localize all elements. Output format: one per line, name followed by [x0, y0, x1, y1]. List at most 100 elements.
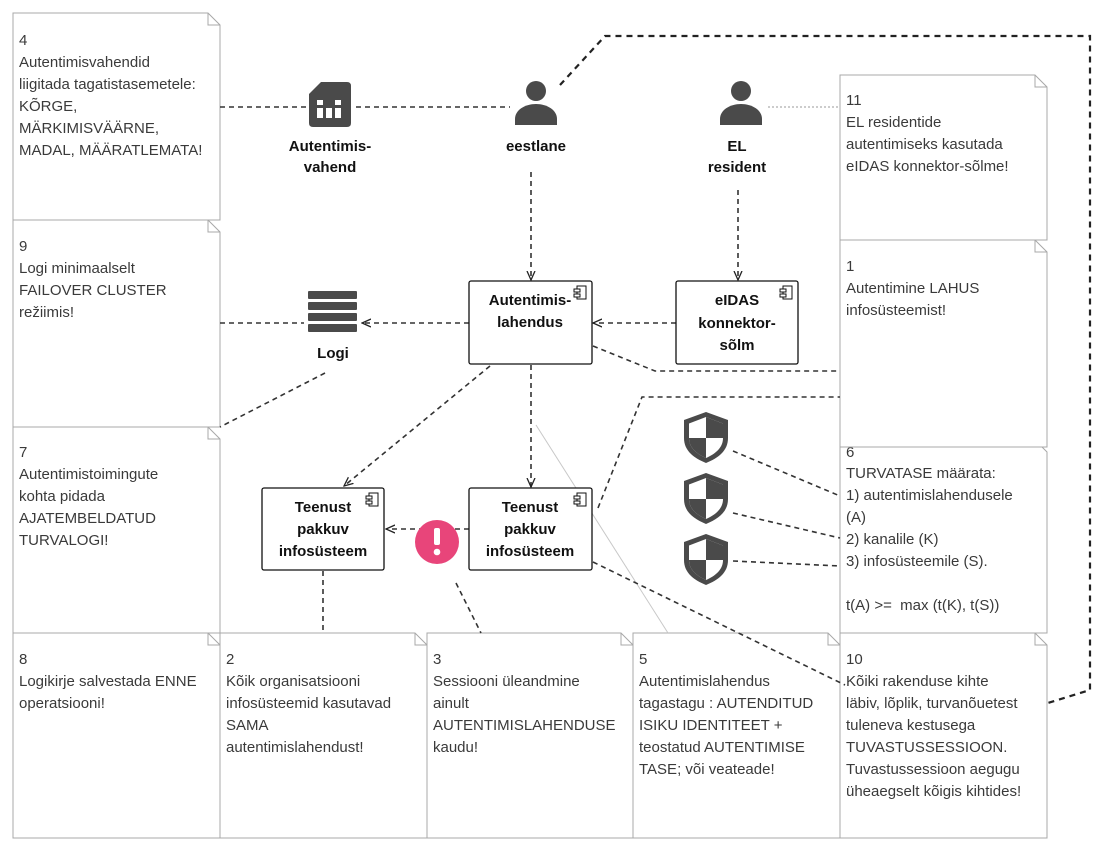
shield-icon — [684, 412, 728, 463]
note-line: Kõik organisatsiooni — [226, 673, 360, 690]
note-6: 6 TURVATASE määrata: 1) autentimislahend… — [839, 439, 1048, 634]
connector-autentimislahendus-teenust-left — [344, 365, 491, 486]
person-icon — [515, 81, 557, 125]
note-line: KÕRGE, — [19, 98, 77, 115]
note-line: (A) — [846, 509, 866, 526]
note-11: 11 EL residentide autentimiseks kasutada… — [839, 74, 1048, 241]
autentimisvahend-label: vahend — [304, 159, 357, 176]
shield-icon — [684, 473, 728, 524]
component-label: pakkuv — [297, 521, 349, 538]
component-label: infosüsteem — [486, 543, 574, 560]
actor-el-resident-label: EL — [727, 138, 746, 155]
connector-shield3-note6 — [732, 560, 841, 567]
sim-card-icon — [309, 82, 351, 127]
note-line: FAILOVER CLUSTER — [19, 282, 167, 299]
note-line: operatsiooni! — [19, 695, 105, 712]
connector-teenust-right-note1 — [597, 396, 840, 509]
note-line: AJATEMBELDATUD — [19, 510, 156, 527]
uml-component-icon — [573, 285, 587, 300]
note-line: eIDAS konnektor-sõlme! — [846, 158, 1009, 175]
connector-shield2-note6 — [732, 512, 841, 539]
autentimisvahend-label: Autentimis- — [289, 138, 372, 155]
note-line: autentimislahendust! — [226, 739, 364, 756]
connector-note5 — [535, 424, 669, 634]
note-line: tagastagu : AUTENDITUD — [639, 695, 813, 712]
component-label: lahendus — [497, 314, 563, 331]
component-teenust-right: Teenust pakkuv infosüsteem — [468, 487, 593, 571]
component-eidas-konnektor: eIDAS konnektor- sõlm — [675, 280, 799, 365]
actor-el-resident-label: resident — [708, 159, 766, 176]
note-8: 8 Logikirje salvestada ENNE operatsiooni… — [12, 632, 221, 839]
component-label: pakkuv — [504, 521, 556, 538]
logi: Logi — [308, 291, 357, 362]
connector-eestlane-note10 — [559, 34, 1092, 705]
note-line: liigitada tagatistasemetele: — [19, 76, 196, 93]
note-line: Logikirje salvestada ENNE — [19, 673, 197, 690]
log-stack-icon — [308, 291, 357, 332]
note-5: 5 Autentimislahendus tagastagu : AUTENDI… — [632, 632, 841, 839]
note-line: Sessiooni üleandmine — [433, 673, 580, 690]
note-4: 4 Autentimisvahendid liigitada tagatista… — [12, 12, 221, 221]
note-number: 9 — [19, 238, 27, 255]
connector-autentimislahendus-note1 — [592, 345, 840, 372]
note-line: kohta pidada — [19, 488, 106, 505]
component-label: konnektor- — [698, 315, 776, 332]
note-number: 7 — [19, 444, 27, 461]
note-number: 11 — [846, 92, 862, 109]
logi-label: Logi — [317, 345, 349, 362]
note-10: 10 Kõiki rakenduse kihte läbiv, lõplik, … — [839, 632, 1048, 839]
component-label: eIDAS — [715, 292, 759, 309]
note-line: AUTENTIMISLAHENDUSE — [433, 717, 616, 734]
note-line: läbiv, lõplik, turvanõuetest — [846, 695, 1018, 712]
note-line: tuleneva kestusega — [846, 717, 976, 734]
note-number: 2 — [226, 651, 234, 668]
note-1: 1 Autentimine LAHUS infosüsteemist! — [839, 239, 1048, 448]
note-3: 3 Sessiooni üleandmine ainult AUTENTIMIS… — [426, 632, 634, 839]
connector-logi-note7 — [219, 372, 326, 428]
note-7: 7 Autentimistoimingute kohta pidada AJAT… — [12, 426, 221, 634]
alert-icon — [415, 520, 459, 564]
note-line: Autentimistoimingute — [19, 466, 158, 483]
uml-component-icon — [779, 285, 793, 300]
component-label: Teenust — [502, 499, 558, 516]
note-line: autentimiseks kasutada — [846, 136, 1003, 153]
note-line: infosüsteemist! — [846, 302, 946, 319]
component-autentimislahendus: Autentimis- lahendus — [468, 280, 593, 365]
note-line: 3) infosüsteemile (S). — [846, 553, 988, 570]
person-icon — [720, 81, 762, 125]
connector-shield1-note6 — [732, 450, 841, 497]
note-line: 2) kanalile (K) — [846, 531, 939, 548]
note-line: MÄRKIMISVÄÄRNE, — [19, 120, 159, 137]
note-line: TASE; või veateade! — [639, 761, 775, 778]
note-line: ainult — [433, 695, 470, 712]
connector-alert-note3 — [455, 582, 482, 634]
note-number: 6 — [846, 444, 854, 461]
note-line: MADAL, MÄÄRATLEMATA! — [19, 142, 202, 159]
note-formula: t(A) >= max (t(K), t(S)) — [846, 597, 999, 614]
note-line: Tuvastussessioon aegugu — [846, 761, 1020, 778]
component-label: Autentimis- — [489, 292, 572, 309]
autentimisvahend: Autentimis- vahend — [289, 82, 372, 176]
note-line: Autentimislahendus — [639, 673, 770, 690]
actor-eestlane-label: eestlane — [506, 138, 566, 155]
uml-component-icon — [365, 492, 379, 507]
component-teenust-left: Teenust pakkuv infosüsteem — [261, 487, 385, 571]
note-line: režiimis! — [19, 304, 74, 321]
note-2: 2 Kõik organisatsiooni infosüsteemid kas… — [219, 632, 428, 839]
note-9: 9 Logi minimaalselt FAILOVER CLUSTER rež… — [12, 219, 221, 428]
note-number: 8 — [19, 651, 27, 668]
note-line: TURVATASE määrata: — [846, 465, 996, 482]
note-line: Logi minimaalselt — [19, 260, 136, 277]
note-line: infosüsteemid kasutavad — [226, 695, 391, 712]
note-line: 1) autentimislahendusele — [846, 487, 1013, 504]
note-number: 10 — [846, 651, 863, 668]
note-line: teostatud AUTENTIMISE — [639, 739, 805, 756]
connector-teenust-right-note10 — [592, 561, 846, 686]
note-number: 1 — [846, 258, 854, 275]
note-line: üheaegselt kõigis kihtides! — [846, 783, 1021, 800]
actor-el-resident: EL resident — [708, 81, 766, 176]
component-label: infosüsteem — [279, 543, 367, 560]
note-line: SAMA — [226, 717, 269, 734]
note-number: 4 — [19, 32, 27, 49]
